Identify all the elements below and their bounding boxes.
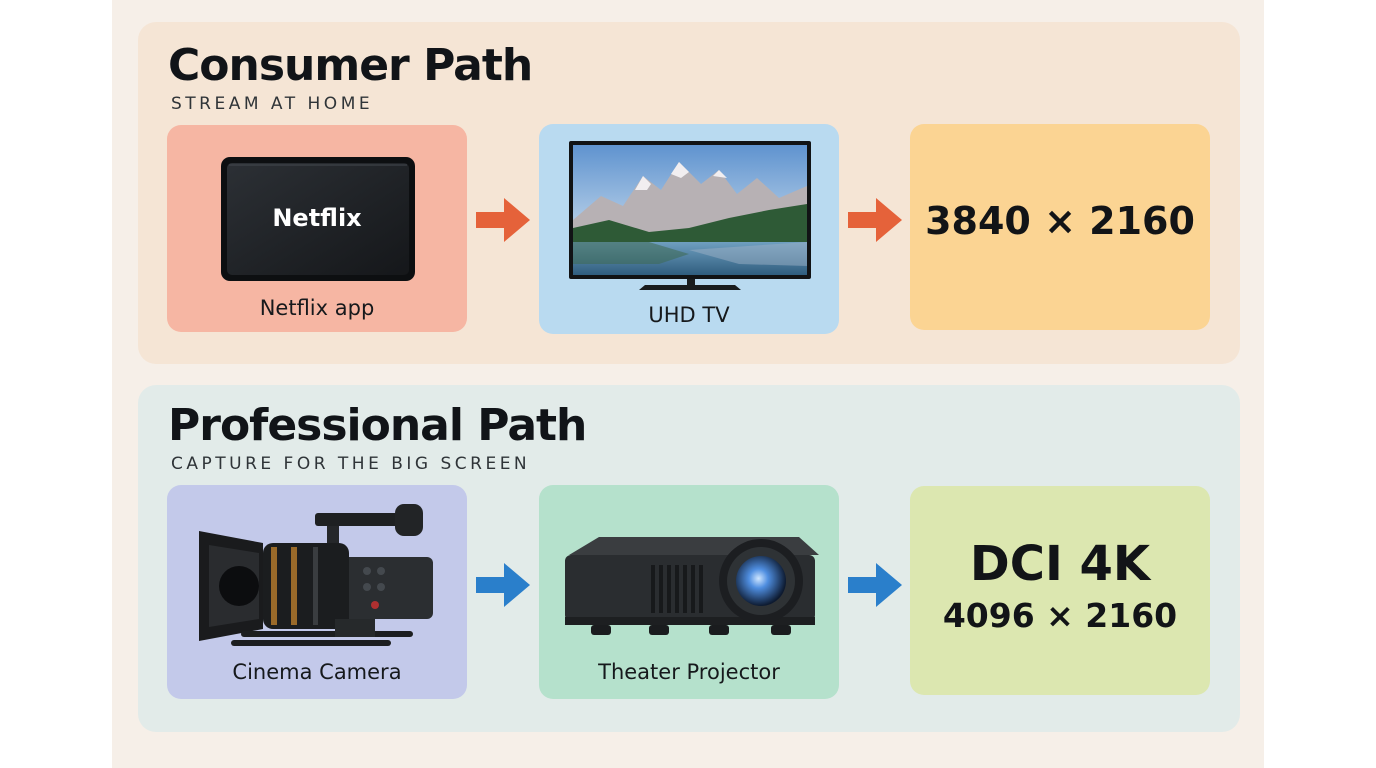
cinema-camera-label: Cinema Camera [232, 660, 402, 684]
professional-resolution-card: DCI 4K 4096 × 2160 [910, 486, 1210, 695]
arrow-right-icon [848, 198, 902, 242]
uhd-tv-label: UHD TV [648, 303, 730, 327]
theater-projector-label: Theater Projector [598, 660, 780, 684]
arrow-right-icon [848, 563, 902, 607]
tablet-icon [221, 157, 415, 281]
netflix-app-label: Netflix app [259, 296, 375, 320]
cinema-camera-icon [199, 504, 433, 646]
tv-icon [569, 141, 811, 290]
netflix-screen-text: Netflix [272, 204, 362, 232]
consumer-resolution-card: 3840 × 2160 [910, 124, 1210, 330]
professional-path-subtitle: CAPTURE FOR THE BIG SCREEN [171, 454, 531, 474]
professional-path-title: Professional Path [168, 400, 587, 451]
theater-projector-card: Theater Projector [539, 485, 839, 699]
dci-4k-title: DCI 4K [969, 536, 1151, 592]
uhd-resolution-value: 3840 × 2160 [925, 199, 1195, 243]
arrow-right-icon [476, 198, 530, 242]
projector-icon [565, 537, 819, 635]
dci-4k-resolution-value: 4096 × 2160 [942, 596, 1178, 635]
consumer-path-subtitle: STREAM AT HOME [171, 94, 374, 114]
uhd-tv-card: UHD TV [539, 124, 839, 334]
netflix-app-card: Netflix Netflix app [167, 125, 467, 332]
cinema-camera-card: Cinema Camera [167, 485, 467, 699]
consumer-path-title: Consumer Path [168, 40, 533, 91]
arrow-right-icon [476, 563, 530, 607]
